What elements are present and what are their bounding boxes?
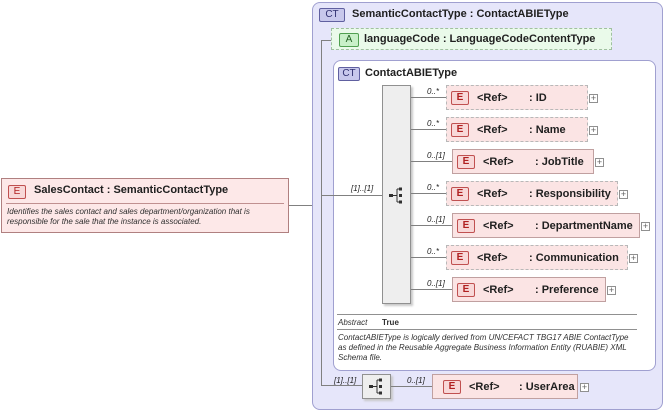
sequence-icon — [369, 378, 382, 395]
child-element-userarea[interactable]: E <Ref> : UserArea — [432, 374, 578, 399]
child-occurrence: 0..* — [427, 87, 440, 96]
abstract-label: Abstract — [338, 318, 368, 327]
abstract-value: True — [382, 318, 399, 327]
child-occurrence: 0..* — [427, 247, 440, 256]
extension-occurrence: [1]..[1] — [334, 376, 357, 385]
child-element-responsibility[interactable]: E <Ref> : Responsibility — [446, 181, 618, 206]
inner-type-title: ContactABIEType — [365, 67, 458, 79]
connector — [321, 40, 322, 385]
expand-icon[interactable]: + — [589, 93, 598, 103]
expand-icon[interactable]: + — [629, 253, 638, 263]
connector — [411, 161, 452, 162]
connector — [411, 129, 446, 130]
expand-icon[interactable]: + — [589, 125, 598, 135]
root-element-documentation: Identifies the sales contact and sales d… — [7, 207, 250, 226]
connector — [411, 289, 452, 290]
connector — [411, 97, 446, 98]
connector — [411, 193, 446, 194]
child-element-jobtitle[interactable]: E <Ref> : JobTitle — [452, 149, 594, 174]
element-name: : ID — [529, 92, 547, 104]
ref-label: <Ref> — [483, 220, 514, 232]
child-occurrence: 0..* — [427, 119, 440, 128]
element-name: : Name — [529, 124, 566, 136]
expand-icon[interactable]: + — [619, 189, 628, 199]
ref-label: <Ref> — [477, 92, 508, 104]
element-name: : Preference — [535, 284, 599, 296]
child-element-communication[interactable]: E <Ref> : Communication — [446, 245, 628, 270]
root-element-label: SalesContact : SemanticContactType — [34, 184, 229, 196]
element-name: : DepartmentName — [535, 220, 633, 232]
connector — [289, 205, 312, 206]
element-badge: E — [457, 219, 475, 233]
complex-type-badge: CT — [319, 8, 345, 22]
divider — [6, 203, 284, 204]
element-badge: E — [451, 251, 469, 265]
expand-icon[interactable]: + — [641, 221, 650, 231]
expand-icon[interactable]: + — [607, 285, 616, 295]
attribute-label: languageCode : LanguageCodeContentType — [364, 33, 596, 45]
connector — [321, 385, 362, 386]
connector — [321, 195, 382, 196]
connector — [411, 225, 452, 226]
sequence-icon — [389, 187, 402, 204]
extension-sequence-compositor[interactable] — [362, 374, 391, 399]
element-badge: E — [451, 91, 469, 105]
element-badge: E — [443, 380, 461, 394]
child-occurrence: 0..* — [427, 183, 440, 192]
divider — [337, 329, 637, 330]
semantic-type-title: SemanticContactType : ContactABIEType — [352, 8, 569, 20]
connector — [411, 257, 446, 258]
child-occurrence: 0..[1] — [427, 215, 445, 224]
child-occurrence: 0..[1] — [427, 279, 445, 288]
element-badge: E — [8, 185, 26, 199]
ref-label: <Ref> — [477, 188, 508, 200]
element-badge: E — [451, 187, 469, 201]
element-name: : Responsibility — [529, 188, 611, 200]
element-badge: E — [457, 283, 475, 297]
child-occurrence: 0..[1] — [407, 376, 425, 385]
child-element-departmentname[interactable]: E <Ref> : DepartmentName — [452, 213, 640, 238]
ref-label: <Ref> — [469, 381, 500, 393]
sequence-occurrence: [1]..[1] — [351, 184, 374, 193]
ref-label: <Ref> — [483, 284, 514, 296]
child-element-name[interactable]: E <Ref> : Name — [446, 117, 588, 142]
expand-icon[interactable]: + — [595, 157, 604, 167]
element-badge: E — [451, 123, 469, 137]
element-name: : UserArea — [519, 381, 575, 393]
complex-type-badge: CT — [338, 67, 360, 81]
ref-label: <Ref> — [477, 252, 508, 264]
element-name: : Communication — [529, 252, 619, 264]
connector — [321, 40, 331, 41]
ref-label: <Ref> — [483, 156, 514, 168]
root-element[interactable]: E SalesContact : SemanticContactType Ide… — [1, 178, 289, 233]
child-element-preference[interactable]: E <Ref> : Preference — [452, 277, 606, 302]
child-occurrence: 0..[1] — [427, 151, 445, 160]
ref-label: <Ref> — [477, 124, 508, 136]
divider — [337, 314, 637, 315]
sequence-compositor[interactable] — [382, 85, 411, 304]
element-name: : JobTitle — [535, 156, 584, 168]
expand-icon[interactable]: + — [580, 382, 589, 392]
attribute-language-code[interactable]: A languageCode : LanguageCodeContentType — [331, 28, 612, 50]
attribute-badge: A — [339, 33, 359, 47]
element-badge: E — [457, 155, 475, 169]
inner-type-documentation: ContactABIEType is logically derived fro… — [338, 333, 629, 362]
child-element-id[interactable]: E <Ref> : ID — [446, 85, 588, 110]
connector — [391, 386, 432, 387]
